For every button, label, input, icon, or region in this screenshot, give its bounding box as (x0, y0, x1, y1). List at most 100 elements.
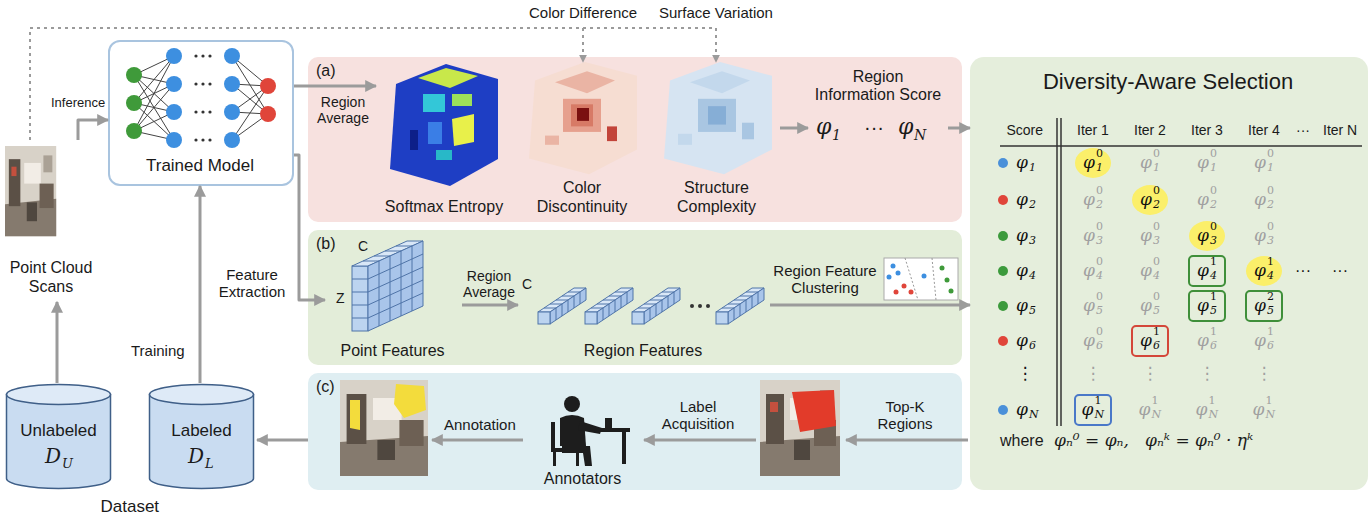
edge-label: Training (131, 342, 185, 359)
score-symbol: φ (1140, 261, 1152, 281)
neural-network-icon (224, 132, 240, 148)
connector-arrow (462, 304, 518, 307)
color-discontinuity-map (529, 62, 637, 174)
cluster-plot-icon (945, 278, 950, 283)
neural-network-icon (201, 110, 204, 113)
node-label: L (205, 457, 214, 472)
node-label: Color Discontinuity (521, 179, 643, 216)
iteration-superscript: 1 (1210, 326, 1217, 339)
region-feature-vectors (698, 304, 702, 308)
cluster-dot (998, 231, 1008, 241)
iteration-superscript: 0 (1096, 185, 1103, 198)
node-label: Unlabeled (5, 421, 112, 441)
region-feature-vectors (706, 304, 710, 308)
neural-network-icon (134, 56, 268, 140)
score-subscript: 4 (1096, 270, 1103, 283)
region-feature-vectors (538, 288, 764, 324)
table-rule (1056, 118, 1058, 426)
iteration-superscript: 0 (1210, 148, 1217, 161)
iteration-superscript: 0 (1210, 185, 1217, 198)
selected-highlight (1246, 256, 1282, 286)
node-label: Trained Model (110, 156, 290, 176)
node-label: U (62, 457, 73, 472)
score-symbol: φ (1016, 331, 1028, 351)
table-header: ··· (1296, 122, 1310, 138)
connector-arrow (770, 304, 970, 307)
database-cylinder: UnlabeledDU (5, 383, 114, 490)
score-symbol: φ (1016, 153, 1028, 173)
connector-arrow (78, 120, 108, 140)
cluster-plot-icon (902, 284, 907, 289)
score-symbol: φ (1197, 226, 1209, 246)
node-label: Z (336, 290, 345, 306)
score-symbol: φ (1197, 296, 1209, 316)
decayed-score-box (1246, 291, 1282, 321)
edge-label: Color Difference (529, 4, 637, 21)
table-rule (1000, 118, 1362, 426)
cylinder-body (150, 395, 254, 489)
flow-label: Top-K Regions (865, 398, 945, 433)
node-label: Labeled (148, 421, 255, 441)
table-header: Iter 4 (1248, 122, 1280, 138)
score-subscript: 2 (1029, 199, 1036, 212)
cluster-plot-icon (905, 258, 936, 300)
score-symbol: φ (1253, 400, 1265, 420)
score-symbol: φ (1254, 226, 1266, 246)
ellipsis: ⋮ (1199, 364, 1216, 384)
flow-label: Annotation (444, 416, 516, 433)
score-subscript: 1 (1029, 162, 1036, 175)
entropy-map (390, 64, 498, 186)
score-symbol: φ (1139, 400, 1151, 420)
neural-network-icon (201, 82, 204, 85)
node-label: Diversity-Aware Selection (970, 69, 1366, 94)
annotator-icon (622, 432, 626, 464)
entropy-map (418, 68, 478, 88)
score-symbol: φ (1140, 331, 1152, 351)
node-label: Structure Complexity (655, 179, 778, 216)
cluster-plot-icon (891, 264, 896, 269)
node-label: D (188, 445, 204, 468)
neural-network-icon (126, 67, 142, 83)
cluster-plot-icon (894, 290, 899, 295)
iteration-superscript: 2 (1267, 291, 1274, 304)
region-feature-vectors (632, 288, 680, 324)
score-subscript: 4 (1210, 270, 1217, 283)
score-symbol: φ (1083, 153, 1095, 173)
iteration-superscript: 0 (1096, 291, 1103, 304)
ellipsis: ··· (1332, 262, 1348, 280)
edge-label: Region Feature Clustering (770, 262, 880, 297)
iteration-superscript: 1 (1153, 326, 1160, 339)
selected-region-image (760, 380, 840, 476)
cluster-plot-icon (884, 258, 958, 300)
edge-label: Region Average (458, 268, 520, 300)
region-feature-vectors (585, 288, 633, 324)
color-discontinuity-map (577, 108, 589, 121)
cluster-plot-icon (949, 289, 954, 294)
iteration-superscript: 0 (1153, 148, 1160, 161)
node-label: Annotators (525, 470, 640, 488)
node-label: Point Features (325, 342, 460, 360)
node-label: C (358, 238, 368, 254)
score-symbol: φ (1016, 261, 1028, 281)
structure-complexity-map (698, 99, 736, 132)
score-symbol: φ (1016, 226, 1028, 246)
selected-region-image (792, 390, 836, 432)
entropy-map (390, 64, 498, 186)
iteration-superscript: 0 (1153, 256, 1160, 269)
color-discontinuity-map (545, 136, 559, 145)
table-rule (1060, 118, 1062, 426)
node-label: φ (816, 114, 831, 139)
neural-network-icon (208, 82, 211, 85)
entropy-map (452, 114, 474, 146)
structure-complexity-map (664, 62, 772, 174)
formula-text: φₙᵏ = φₙ⁰ · ηᵏ (1145, 431, 1253, 451)
score-subscript: 3 (1267, 235, 1274, 248)
edge-label: Inference (51, 96, 105, 111)
score-symbol: φ (1254, 296, 1266, 316)
neural-network-icon (208, 138, 211, 141)
score-symbol: φ (1083, 261, 1095, 281)
iteration-superscript: 0 (1153, 291, 1160, 304)
connector-arrow (294, 155, 325, 300)
score-subscript: 4 (1029, 270, 1036, 283)
